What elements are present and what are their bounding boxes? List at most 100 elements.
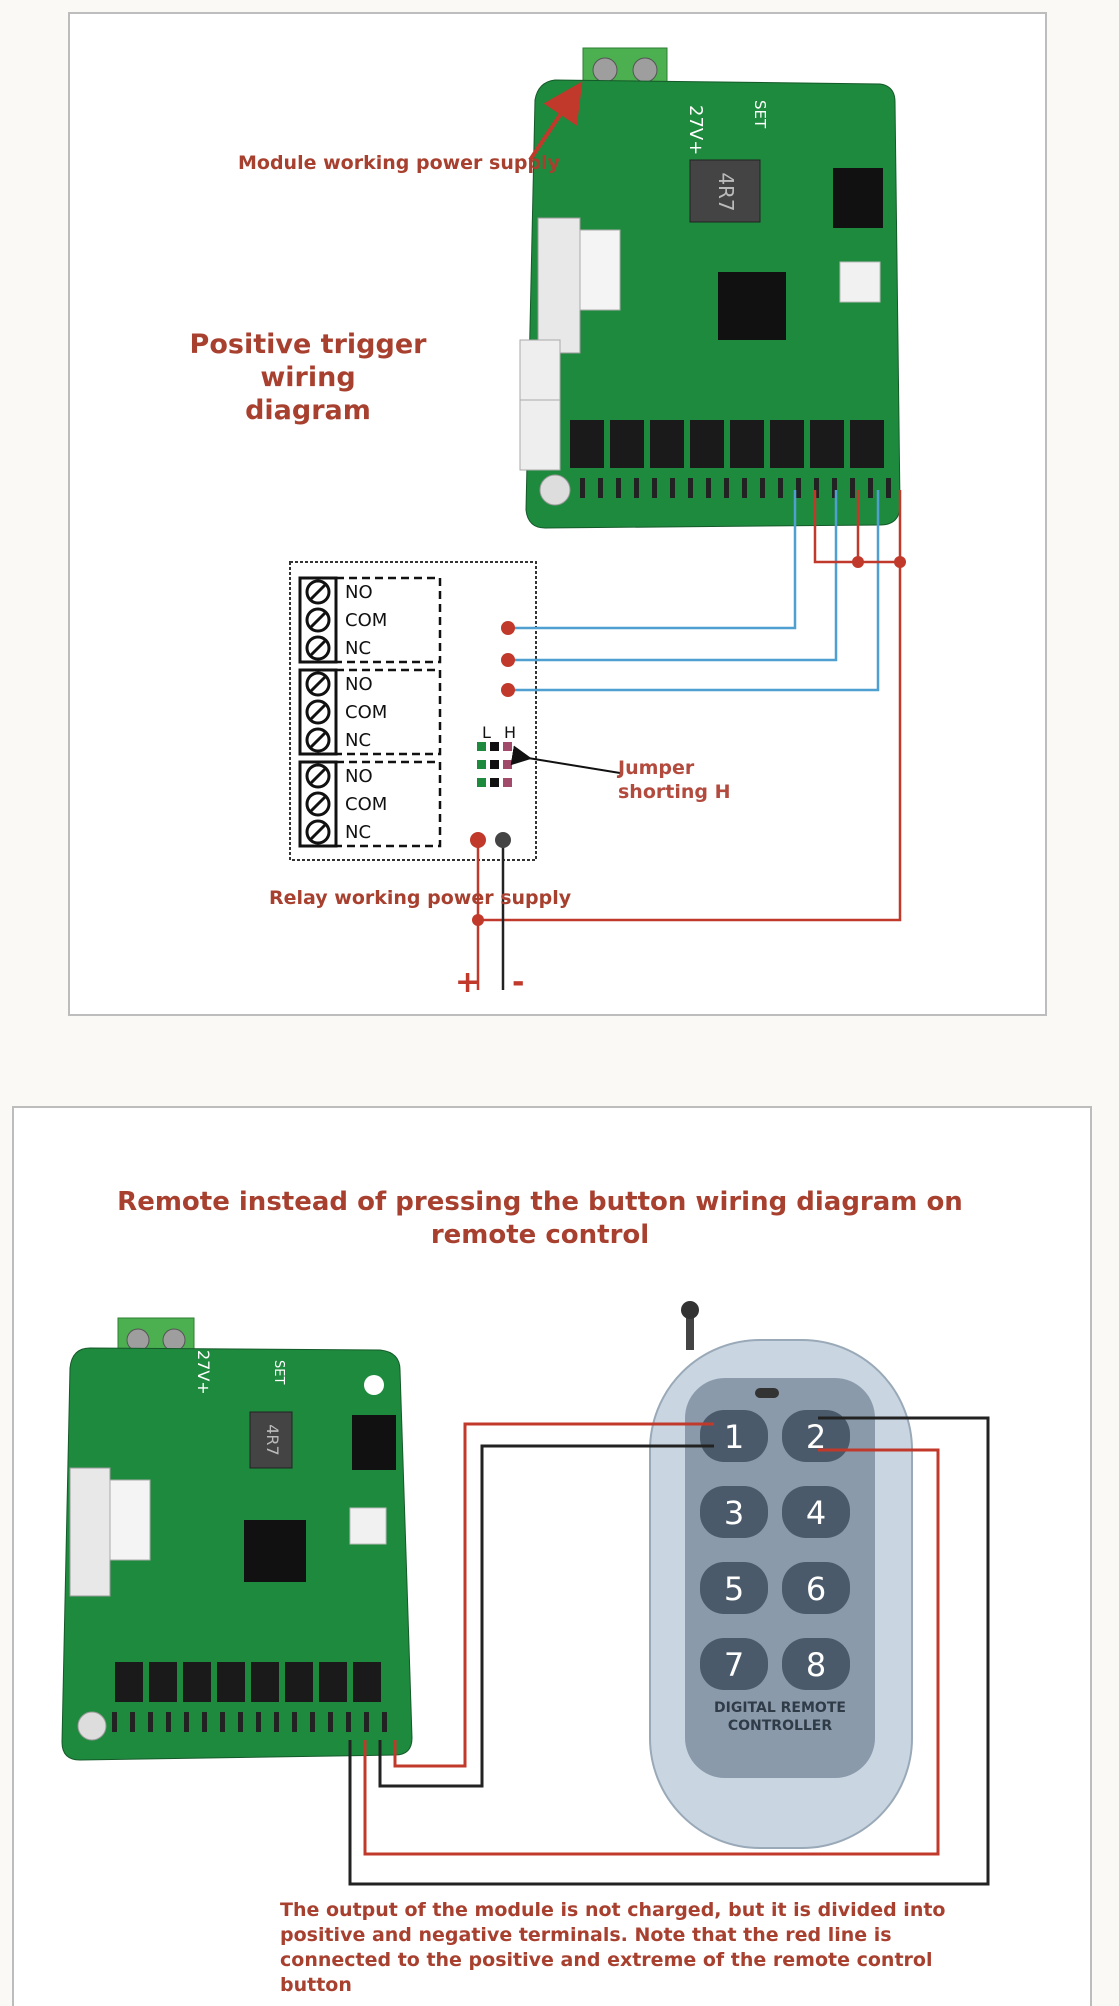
relay-terminal-label: COM bbox=[345, 794, 387, 815]
remote-button-8[interactable] bbox=[782, 1638, 850, 1690]
inductor bbox=[249, 1411, 293, 1469]
jumper-pin-L bbox=[477, 760, 486, 769]
screw-slot bbox=[308, 730, 328, 750]
diagram2-note: The output of the module is not charged,… bbox=[280, 1898, 945, 1998]
relay-chip bbox=[650, 420, 684, 468]
remote-brand-line2: CONTROLLER bbox=[728, 1718, 833, 1734]
header-pin bbox=[256, 1712, 261, 1732]
jumper-pin-H bbox=[503, 760, 512, 769]
screw-slot bbox=[308, 766, 328, 786]
relay-terminal-label: NO bbox=[345, 766, 373, 787]
relay-power-label: Relay working power supply bbox=[269, 887, 572, 909]
header-pin bbox=[832, 478, 837, 498]
relay-contact-group bbox=[334, 668, 442, 756]
header-pin bbox=[382, 1712, 387, 1732]
wire-junction bbox=[472, 914, 484, 926]
remote-button-4[interactable] bbox=[782, 1486, 850, 1538]
relay-terminal-label: NC bbox=[345, 638, 371, 659]
remote-button-label: 3 bbox=[724, 1494, 744, 1532]
note-line4: button bbox=[280, 1974, 352, 1996]
relay-module-board-top: 4R7 27V+ SET bbox=[519, 47, 901, 529]
header-pin bbox=[220, 1712, 225, 1732]
jumper-L-label: L bbox=[482, 723, 491, 742]
terminal-screw-icon bbox=[592, 57, 618, 83]
mounting-hole bbox=[364, 1375, 384, 1395]
relay-chip bbox=[217, 1662, 245, 1702]
jumper-pin-mid bbox=[490, 742, 499, 751]
voltage-regulator bbox=[352, 1415, 396, 1470]
header-pin bbox=[274, 1712, 279, 1732]
jumper-pins bbox=[477, 742, 512, 787]
screw-slot bbox=[308, 610, 328, 630]
screw-slot bbox=[308, 674, 328, 694]
header-pin bbox=[346, 1712, 351, 1732]
wifi-module bbox=[69, 1467, 111, 1597]
mounting-hole bbox=[539, 474, 571, 506]
header-pin bbox=[166, 1712, 171, 1732]
jumper-pin-L bbox=[477, 778, 486, 787]
wifi-chip bbox=[109, 1479, 151, 1561]
diagram2-title-line1: Remote instead of pressing the button wi… bbox=[117, 1187, 963, 1217]
relay-terminal-label: NC bbox=[345, 730, 371, 751]
note-line2: positive and negative terminals. Note th… bbox=[280, 1924, 892, 1946]
header-pin bbox=[328, 1712, 333, 1732]
relay-terminal-label: COM bbox=[345, 610, 387, 631]
remote-button-label: 8 bbox=[806, 1646, 826, 1684]
small-connector bbox=[839, 261, 881, 303]
wire-junction bbox=[852, 556, 864, 568]
header-pin bbox=[760, 478, 765, 498]
set-label: SET bbox=[271, 1360, 286, 1384]
relay-terminal-label: NO bbox=[345, 674, 373, 695]
antenna-tip bbox=[681, 1301, 699, 1319]
remote-button-5[interactable] bbox=[700, 1562, 768, 1614]
header-pin bbox=[292, 1712, 297, 1732]
terminal-screw-icon bbox=[162, 1328, 186, 1352]
jumper-pin-H bbox=[503, 742, 512, 751]
jumper-pin-mid bbox=[490, 778, 499, 787]
header-pin bbox=[202, 1712, 207, 1732]
wifi-chip bbox=[579, 229, 621, 311]
relay-module-board-bottom: 4R7 27V+ SET bbox=[61, 1317, 413, 1761]
pin-header bbox=[580, 478, 891, 498]
header-pin bbox=[634, 478, 639, 498]
jumper-pin-L bbox=[477, 742, 486, 751]
header-pin bbox=[580, 478, 585, 498]
header-pin bbox=[184, 1712, 189, 1732]
remote-button-1[interactable] bbox=[700, 1410, 768, 1462]
inductor-label: 4R7 bbox=[714, 172, 738, 211]
diagram2-title: Remote instead of pressing the button wi… bbox=[60, 1186, 1020, 1252]
remote-button-label: 2 bbox=[806, 1418, 826, 1456]
microcontroller-chip bbox=[718, 272, 786, 340]
header-pin bbox=[310, 1712, 315, 1732]
relay-terminal-label: NO bbox=[345, 582, 373, 603]
terminal-screw-icon bbox=[632, 57, 658, 83]
header-pin bbox=[778, 478, 783, 498]
black-wire-button-1 bbox=[378, 1444, 714, 1788]
jumper-H-label: H bbox=[504, 723, 516, 742]
relay-chip bbox=[570, 420, 604, 468]
jumper-pin-H bbox=[503, 778, 512, 787]
note-line3: connected to the positive and extreme of… bbox=[280, 1949, 933, 1971]
header-pin bbox=[670, 478, 675, 498]
mounting-hole bbox=[77, 1711, 107, 1741]
remote-button-3[interactable] bbox=[700, 1486, 768, 1538]
diagram1-title-line2: diagram bbox=[245, 395, 371, 426]
header-pin bbox=[148, 1712, 153, 1732]
header-pin bbox=[868, 478, 873, 498]
relay-chip bbox=[850, 420, 884, 468]
relay-chip bbox=[610, 420, 644, 468]
screw-slot bbox=[308, 638, 328, 658]
relay-input-dot bbox=[501, 621, 515, 635]
remote-button-label: 7 bbox=[724, 1646, 744, 1684]
remote-button-6[interactable] bbox=[782, 1562, 850, 1614]
relay-chip bbox=[115, 1662, 143, 1702]
set-label: SET bbox=[751, 100, 769, 129]
remote-button-7[interactable] bbox=[700, 1638, 768, 1690]
red-supply-wire bbox=[476, 490, 902, 990]
wires-bottom bbox=[348, 1416, 990, 1886]
relay-terminal-label: COM bbox=[345, 702, 387, 723]
remote-button-label: 5 bbox=[724, 1570, 744, 1608]
